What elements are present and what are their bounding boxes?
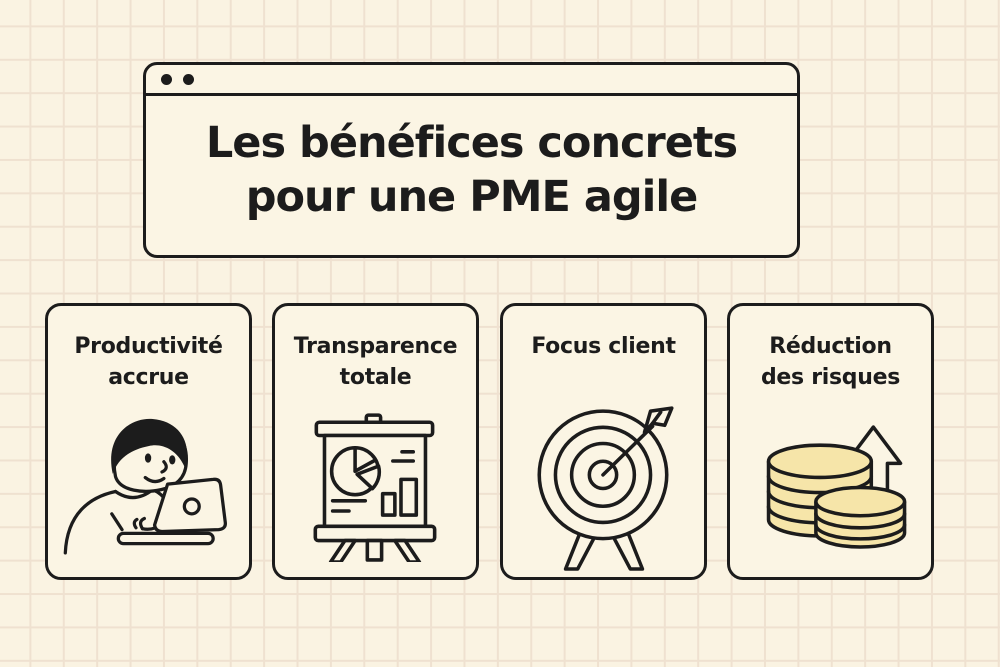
card-title: Focus client xyxy=(531,331,676,393)
coin-stacks-up-arrow-icon xyxy=(766,424,906,549)
presentation-easel-charts-icon xyxy=(313,412,436,562)
card-title-line1: Transparence xyxy=(293,334,458,359)
card-title-line1: Productivité xyxy=(74,334,223,359)
card-illustration xyxy=(48,393,249,577)
header-window-card: Les bénéfices concrets pour une PME agil… xyxy=(143,62,800,258)
card-title: Transparence totale xyxy=(293,331,458,393)
page-title-line1: Les bénéfices concrets xyxy=(205,118,738,168)
card-title-line2: totale xyxy=(339,365,412,390)
benefit-card-productivite: Productivité accrue xyxy=(45,303,252,580)
card-title-line2: des risques xyxy=(760,365,901,390)
page-title-line2: pour une PME agile xyxy=(245,172,699,222)
card-illustration xyxy=(503,393,704,577)
card-title-line1: Réduction xyxy=(769,334,892,359)
window-dot-icon xyxy=(161,73,172,85)
benefit-card-focus-client: Focus client xyxy=(500,303,707,580)
target-with-arrow-icon xyxy=(536,406,674,571)
benefit-card-reduction-risques: Réduction des risques xyxy=(727,303,934,580)
card-title: Réduction des risques xyxy=(761,331,900,393)
benefit-card-transparence: Transparence totale xyxy=(272,303,479,580)
card-title-line1: Focus client xyxy=(531,334,676,359)
window-titlebar xyxy=(146,65,797,96)
window-dot-icon xyxy=(183,73,194,85)
card-illustration xyxy=(275,393,476,577)
card-illustration xyxy=(730,393,931,577)
card-title-line2: accrue xyxy=(108,365,189,390)
page-title: Les bénéfices concrets pour une PME agil… xyxy=(146,96,797,224)
person-at-laptop-icon xyxy=(63,418,227,555)
card-title: Productivité accrue xyxy=(74,331,223,393)
